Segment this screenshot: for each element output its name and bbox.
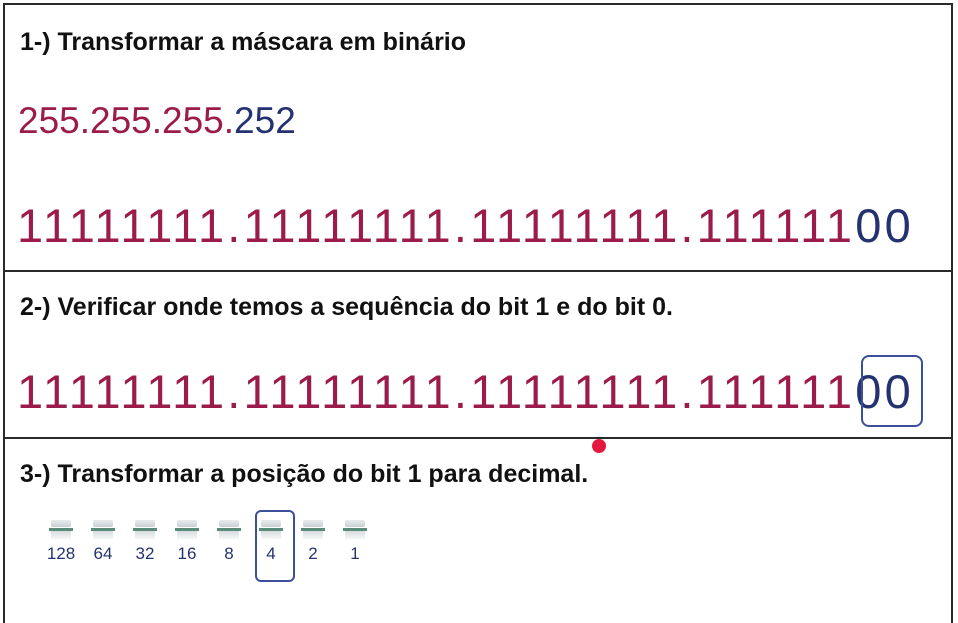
section-divider-2 bbox=[3, 437, 953, 439]
section2-heading: 2-) Verificar onde temos a sequência do … bbox=[20, 293, 673, 321]
toggle-switch-icon bbox=[259, 518, 283, 540]
bit-position-2: 2 bbox=[292, 518, 334, 564]
bit-position-row: 128 64 32 16 8 4 2 1 bbox=[40, 518, 376, 564]
bit-position-32: 32 bbox=[124, 518, 166, 564]
bit-position-label: 16 bbox=[177, 544, 197, 563]
slide-frame bbox=[3, 3, 953, 623]
toggle-switch-icon bbox=[217, 518, 241, 540]
toggle-switch-icon bbox=[91, 518, 115, 540]
section1-heading: 1-) Transformar a máscara em binário bbox=[20, 28, 467, 56]
toggle-switch-icon bbox=[175, 518, 199, 540]
bit-position-64: 64 bbox=[82, 518, 124, 564]
toggle-switch-icon bbox=[133, 518, 157, 540]
toggle-switch-icon bbox=[301, 518, 325, 540]
bit-position-1: 1 bbox=[334, 518, 376, 564]
section3-heading: 3-) Transformar a posição do bit 1 para … bbox=[20, 460, 589, 488]
bit-position-label: 128 bbox=[46, 544, 76, 563]
binary-last-ones: 111111 bbox=[696, 365, 856, 418]
bit-position-label: 32 bbox=[135, 544, 155, 563]
binary-octets-red: 11111111.11111111.11111111. bbox=[17, 365, 697, 418]
toggle-switch-icon bbox=[49, 518, 73, 540]
bit-position-16: 16 bbox=[166, 518, 208, 564]
binary-last-ones: 111111 bbox=[696, 199, 856, 252]
mask-octets-red: 255.255.255. bbox=[18, 100, 235, 141]
bit-position-128: 128 bbox=[40, 518, 82, 564]
subnet-mask-binary: 11111111.11111111.11111111.11111100 bbox=[17, 198, 914, 253]
pointer-dot bbox=[592, 439, 606, 453]
binary-last-zeros: 00 bbox=[855, 199, 914, 252]
toggle-switch-icon bbox=[343, 518, 367, 540]
bit-position-label: 4 bbox=[266, 544, 276, 563]
bit-position-label: 1 bbox=[350, 544, 360, 563]
mask-octet-blue: 252 bbox=[234, 100, 296, 141]
bit-position-8: 8 bbox=[208, 518, 250, 564]
bit-sequence-binary: 11111111.11111111.11111111.11111100 bbox=[17, 364, 914, 419]
bit-position-label: 64 bbox=[93, 544, 113, 563]
bit-position-highlight-box bbox=[255, 510, 295, 582]
section-divider-1 bbox=[3, 270, 953, 272]
binary-octets-red: 11111111.11111111.11111111. bbox=[17, 199, 697, 252]
bit-position-label: 8 bbox=[224, 544, 234, 563]
bit-position-4: 4 bbox=[250, 518, 292, 564]
bit-highlight-box bbox=[861, 355, 923, 427]
subnet-mask-decimal: 255.255.255.252 bbox=[18, 100, 296, 142]
bit-position-label: 2 bbox=[308, 544, 318, 563]
binary-last-zeros: 00 bbox=[855, 365, 914, 418]
